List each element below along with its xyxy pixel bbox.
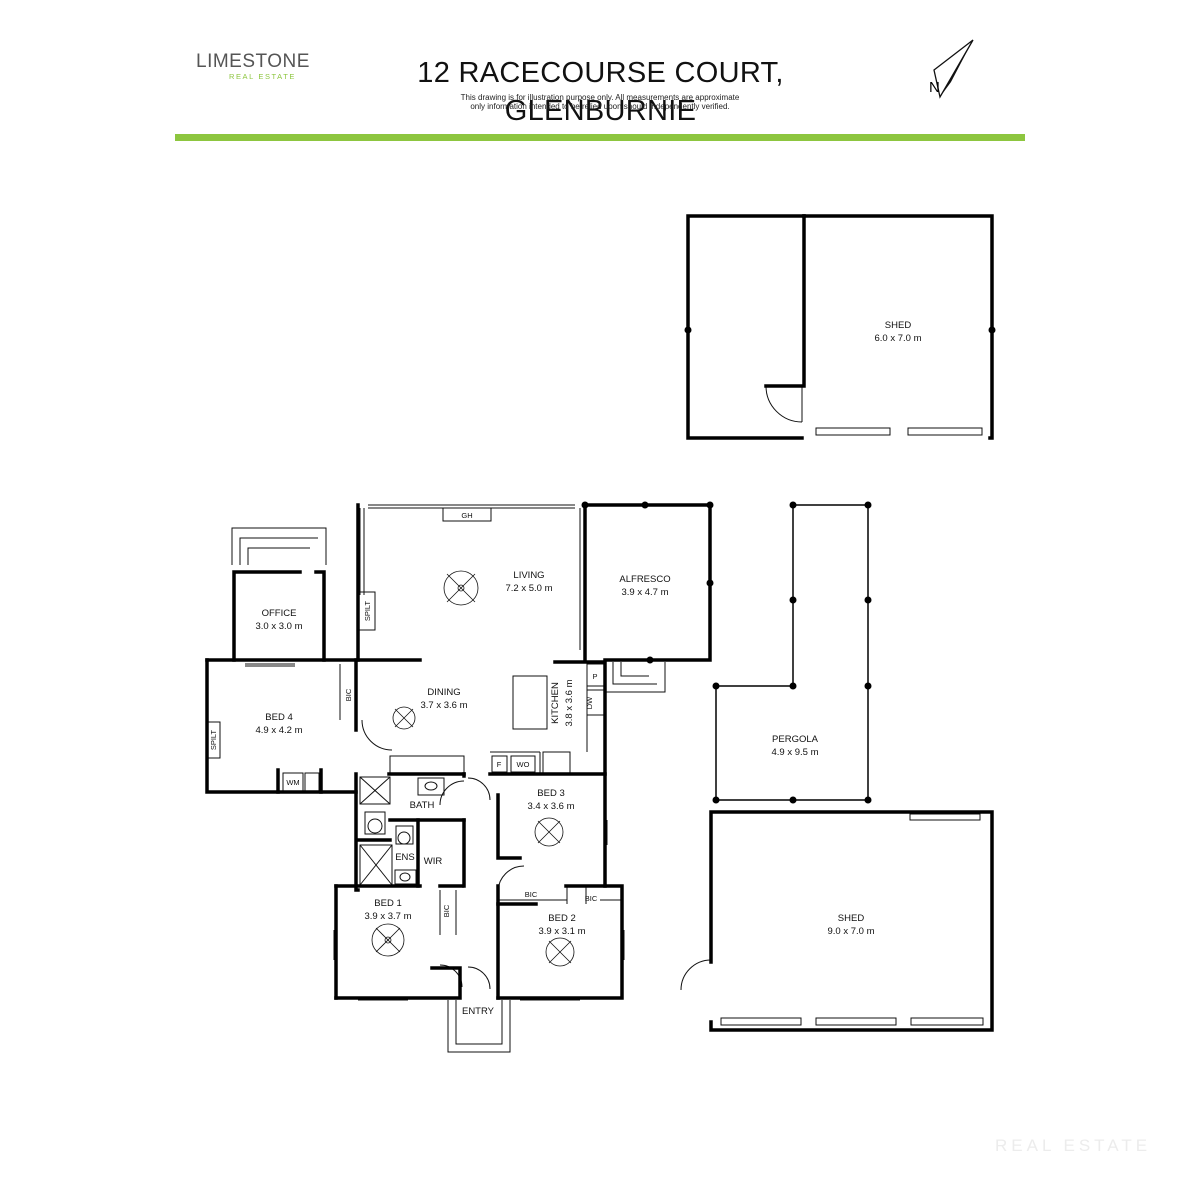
brand-subtitle: REAL ESTATE	[228, 72, 296, 81]
room-name-shed-bottom: SHED	[838, 913, 865, 924]
room-name-kitchen: KITCHEN	[550, 682, 561, 724]
watermark: REAL ESTATE	[995, 1136, 1152, 1155]
bic-label-bed1: BIC	[442, 904, 451, 917]
ceiling-fans	[371, 570, 575, 967]
room-size-bed3: 3.4 x 3.6 m	[528, 801, 575, 812]
room-size-shed-top: 6.0 x 7.0 m	[875, 333, 922, 344]
room-labels: SHED 6.0 x 7.0 m LIVING 7.2 x 5.0 m ALFR…	[256, 320, 922, 1017]
gh-label: GH	[461, 511, 472, 520]
bic-label-bed3: BIC	[525, 890, 538, 899]
brand-logo: LIMESTONE REAL ESTATE	[196, 51, 310, 86]
pantry-label: P	[592, 672, 597, 681]
room-name-ens: ENS	[395, 852, 415, 863]
room-name-bed1: BED 1	[374, 898, 401, 909]
room-name-shed-top: SHED	[885, 320, 912, 331]
brand-word: LIMESTONE	[196, 51, 310, 72]
room-size-dining: 3.7 x 3.6 m	[421, 700, 468, 711]
room-size-pergola: 4.9 x 9.5 m	[772, 747, 819, 758]
wall-oven-label: WO	[517, 760, 530, 769]
room-name-entry: ENTRY	[462, 1006, 495, 1017]
disclaimer-line-1: This drawing is for illustration purpose…	[460, 93, 740, 102]
room-size-alfresco: 3.9 x 4.7 m	[622, 587, 669, 598]
fridge-label: F	[497, 760, 502, 769]
room-size-office: 3.0 x 3.0 m	[256, 621, 303, 632]
bic-label-bed2: BIC	[585, 894, 598, 903]
split-label-living: SPILT	[363, 600, 372, 621]
dishwasher-label: DW	[585, 696, 594, 709]
room-size-shed-bottom: 9.0 x 7.0 m	[828, 926, 875, 937]
room-name-dining: DINING	[427, 687, 460, 698]
ceiling-fan-icon	[371, 923, 405, 957]
compass-icon: N	[929, 39, 974, 99]
page-title: 12 RACECOURSE COURT, GLENBURNIE	[417, 57, 784, 127]
room-name-wir: WIR	[424, 856, 443, 867]
compass-letter: N	[929, 79, 940, 96]
room-size-bed4: 4.9 x 4.2 m	[256, 725, 303, 736]
room-size-living: 7.2 x 5.0 m	[506, 583, 553, 594]
room-name-living: LIVING	[513, 570, 544, 581]
washing-machine-label: WM	[286, 778, 299, 787]
ceiling-fan-icon	[443, 570, 479, 606]
room-name-pergola: PERGOLA	[772, 734, 819, 745]
header-rule	[175, 134, 1025, 141]
room-name-bed2: BED 2	[548, 913, 575, 924]
fixture-labels: GH SPILT SPILT BIC P DW F WO WM BIC BIC …	[209, 511, 598, 917]
split-label-bed4: SPILT	[209, 729, 218, 750]
room-size-kitchen: 3.8 x 3.6 m	[564, 679, 575, 726]
room-name-bed3: BED 3	[537, 788, 564, 799]
posts	[581, 326, 996, 804]
ceiling-fan-icon	[545, 937, 575, 967]
room-size-bed2: 3.9 x 3.1 m	[539, 926, 586, 937]
room-size-bed1: 3.9 x 3.7 m	[365, 911, 412, 922]
ceiling-fan-icon	[534, 817, 564, 847]
room-name-alfresco: ALFRESCO	[619, 574, 670, 585]
bic-label-bed4: BIC	[344, 688, 353, 701]
disclaimer-line-2: only information intended to be relied u…	[470, 102, 730, 111]
walls	[205, 214, 994, 1032]
room-name-bath: BATH	[410, 800, 435, 811]
ceiling-fan-icon	[392, 706, 416, 730]
room-name-bed4: BED 4	[265, 712, 292, 723]
room-name-office: OFFICE	[262, 608, 297, 619]
